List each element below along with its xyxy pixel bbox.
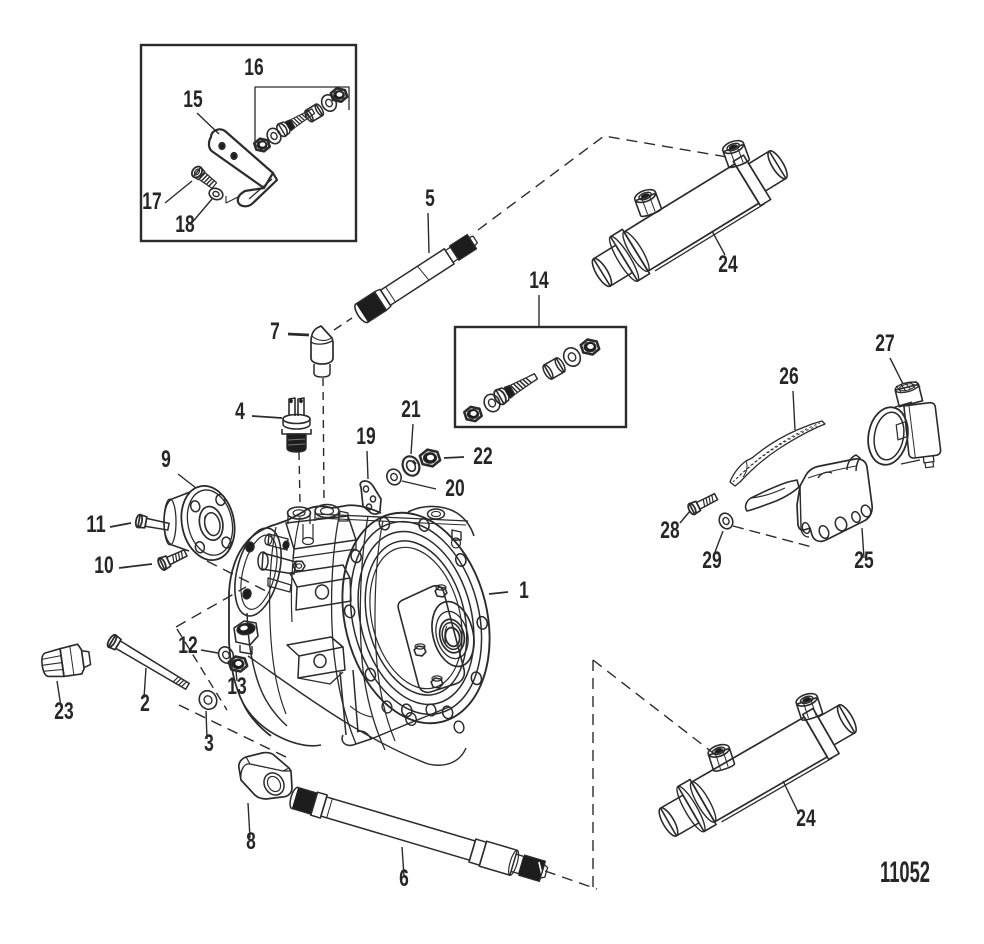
svg-text:15: 15	[183, 86, 202, 113]
svg-text:22: 22	[473, 443, 492, 470]
svg-text:24: 24	[796, 805, 816, 832]
svg-text:16: 16	[244, 54, 263, 81]
svg-text:25: 25	[854, 547, 873, 574]
svg-text:3: 3	[204, 730, 214, 757]
svg-text:21: 21	[401, 396, 420, 423]
svg-text:26: 26	[779, 363, 798, 390]
svg-text:2: 2	[140, 690, 150, 717]
svg-text:8: 8	[246, 828, 256, 855]
svg-text:17: 17	[142, 188, 161, 215]
svg-text:23: 23	[54, 698, 73, 725]
svg-text:20: 20	[445, 475, 464, 502]
svg-text:6: 6	[399, 865, 409, 892]
svg-text:27: 27	[875, 330, 894, 357]
svg-text:18: 18	[175, 211, 194, 238]
svg-text:5: 5	[425, 185, 435, 212]
svg-text:28: 28	[660, 517, 679, 544]
svg-text:11: 11	[86, 511, 105, 538]
svg-text:1: 1	[519, 577, 529, 604]
svg-text:13: 13	[227, 673, 246, 700]
svg-text:9: 9	[161, 446, 171, 473]
svg-text:10: 10	[94, 552, 113, 579]
svg-text:4: 4	[235, 398, 245, 425]
svg-text:19: 19	[356, 423, 375, 450]
svg-text:14: 14	[529, 267, 549, 294]
svg-text:11052: 11052	[880, 856, 930, 889]
svg-text:7: 7	[270, 318, 280, 345]
svg-text:24: 24	[718, 251, 738, 278]
svg-text:29: 29	[702, 547, 721, 574]
